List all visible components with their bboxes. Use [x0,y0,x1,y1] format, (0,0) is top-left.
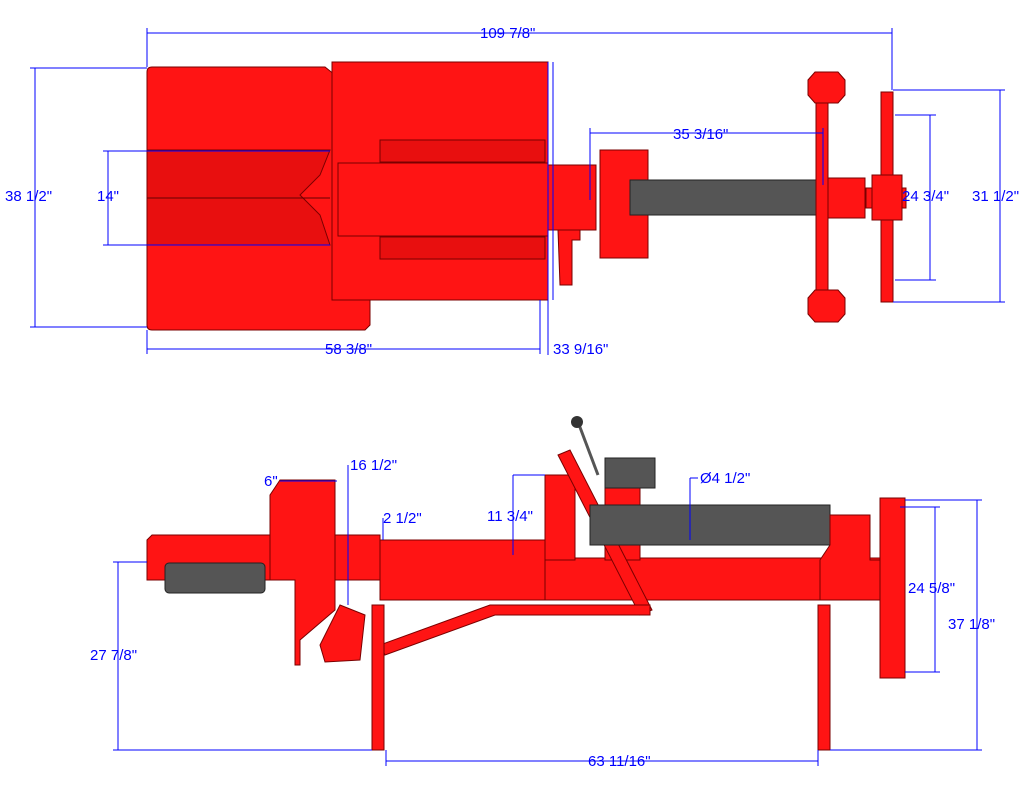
engine [164,562,266,594]
handle [557,229,581,286]
end-plate [547,164,597,231]
side-box-lower-rail [379,236,546,260]
dim-table-length: 58 3/8" [325,341,372,358]
dim-overall-height: 37 1/8" [948,616,995,633]
wheel-bottom [807,289,846,323]
dim-cylinder-center: 35 3/16" [673,126,728,143]
hydraulic-cylinder-top [629,179,831,216]
dim-wedge-width: 14" [97,188,119,205]
valve-head [604,457,656,489]
rear-leg [817,604,831,751]
side-view [146,416,906,751]
dim-table-depth: 33 9/16" [553,341,608,358]
side-view-dimensions: 6" 16 1/2" 2 1/2" 11 3/4" Ø4 1/2" 24 5/8… [90,457,995,770]
control-lever[interactable] [576,421,600,476]
main-beam [337,162,549,237]
brace [379,604,651,656]
side-box-upper-rail [379,139,546,163]
dim-wedge-thickness: 6" [264,473,278,490]
dim-leg-spacing: 63 11/16" [588,753,651,770]
dim-overall-width: 38 1/2" [5,188,52,205]
push-plate [544,474,576,561]
dim-axle-inner: 24 3/4" [902,188,949,205]
dim-overall-length: 109 7/8" [480,25,535,42]
dim-post-height: 24 5/8" [908,580,955,597]
wedge-box [269,479,336,666]
dim-plate-height: 11 3/4" [487,508,533,525]
tongue-post [879,497,906,679]
lever-knob[interactable] [571,416,583,428]
dim-beam-offset: 2 1/2" [383,510,422,527]
dim-axle-outer: 31 1/2" [972,188,1019,205]
wheel-top [807,71,846,104]
top-view [146,61,907,331]
top-view-dimensions: 109 7/8" 38 1/2" 14" 35 3/16" 24 3/4" 31… [5,25,1019,358]
dim-wedge-height: 16 1/2" [350,457,397,474]
dim-table-height: 27 7/8" [90,647,137,664]
dim-cylinder-diameter: Ø4 1/2" [700,470,750,487]
hitch-plate [871,174,903,221]
front-leg [371,604,385,751]
lift-arm [319,604,366,663]
hydraulic-cylinder-side [589,504,831,546]
axle [815,74,829,321]
side-beam [379,539,546,601]
